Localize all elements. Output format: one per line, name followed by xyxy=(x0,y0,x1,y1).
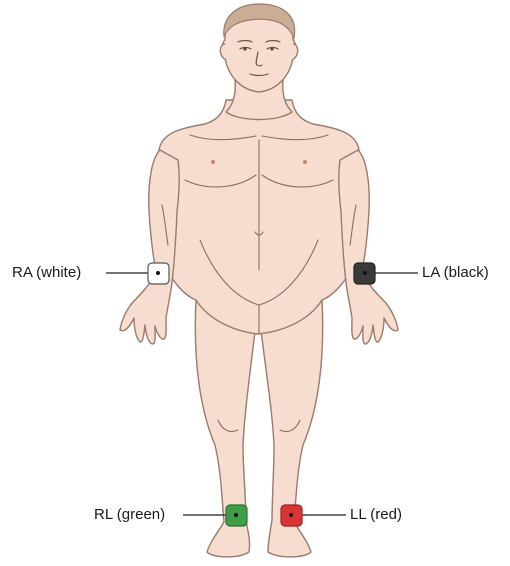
right-arm xyxy=(120,150,179,344)
electrode-la xyxy=(354,263,375,284)
label-rl: RL (green) xyxy=(94,506,165,524)
right-ear xyxy=(220,44,226,60)
label-ra: RA (white) xyxy=(12,264,81,282)
label-la: LA (black) xyxy=(422,264,489,282)
left-arm xyxy=(339,150,398,344)
label-ll: LL (red) xyxy=(350,506,402,524)
electrode-ra xyxy=(148,263,169,284)
left-ear xyxy=(292,44,298,60)
electrode-ll xyxy=(281,505,302,526)
electrode-rl xyxy=(226,505,247,526)
